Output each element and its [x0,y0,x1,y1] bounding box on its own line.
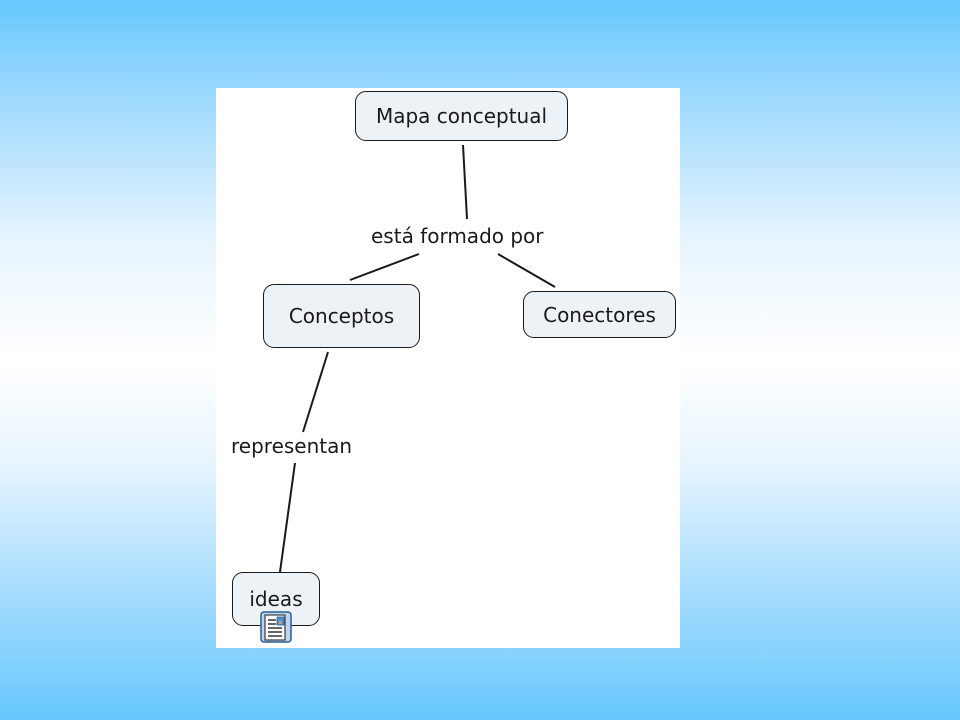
concept-node-label: ideas [249,587,303,611]
concept-node-conceptos[interactable]: Conceptos [263,284,420,348]
concept-node-label: Conceptos [288,304,395,328]
concept-node-conectores[interactable]: Conectores [523,291,676,338]
concept-node-label: Mapa conceptual [375,104,548,128]
concept-map-canvas: Mapa conceptual está formado por Concept… [216,88,680,648]
document-image-icon[interactable] [260,611,292,643]
link-label-representan[interactable]: representan [231,434,353,458]
connector-link-to-conceptos [349,253,420,281]
connector-link-to-ideas [279,462,296,573]
concept-node-label: Conectores [543,302,656,327]
connector-conceptos-to-link [302,351,329,433]
connector-mapa-to-link [462,144,468,220]
link-label-esta-formado-por[interactable]: está formado por [371,224,544,248]
concept-node-mapa-conceptual[interactable]: Mapa conceptual [355,91,568,141]
connector-link-to-conectores [497,253,556,288]
concept-map-connectors [279,144,556,573]
